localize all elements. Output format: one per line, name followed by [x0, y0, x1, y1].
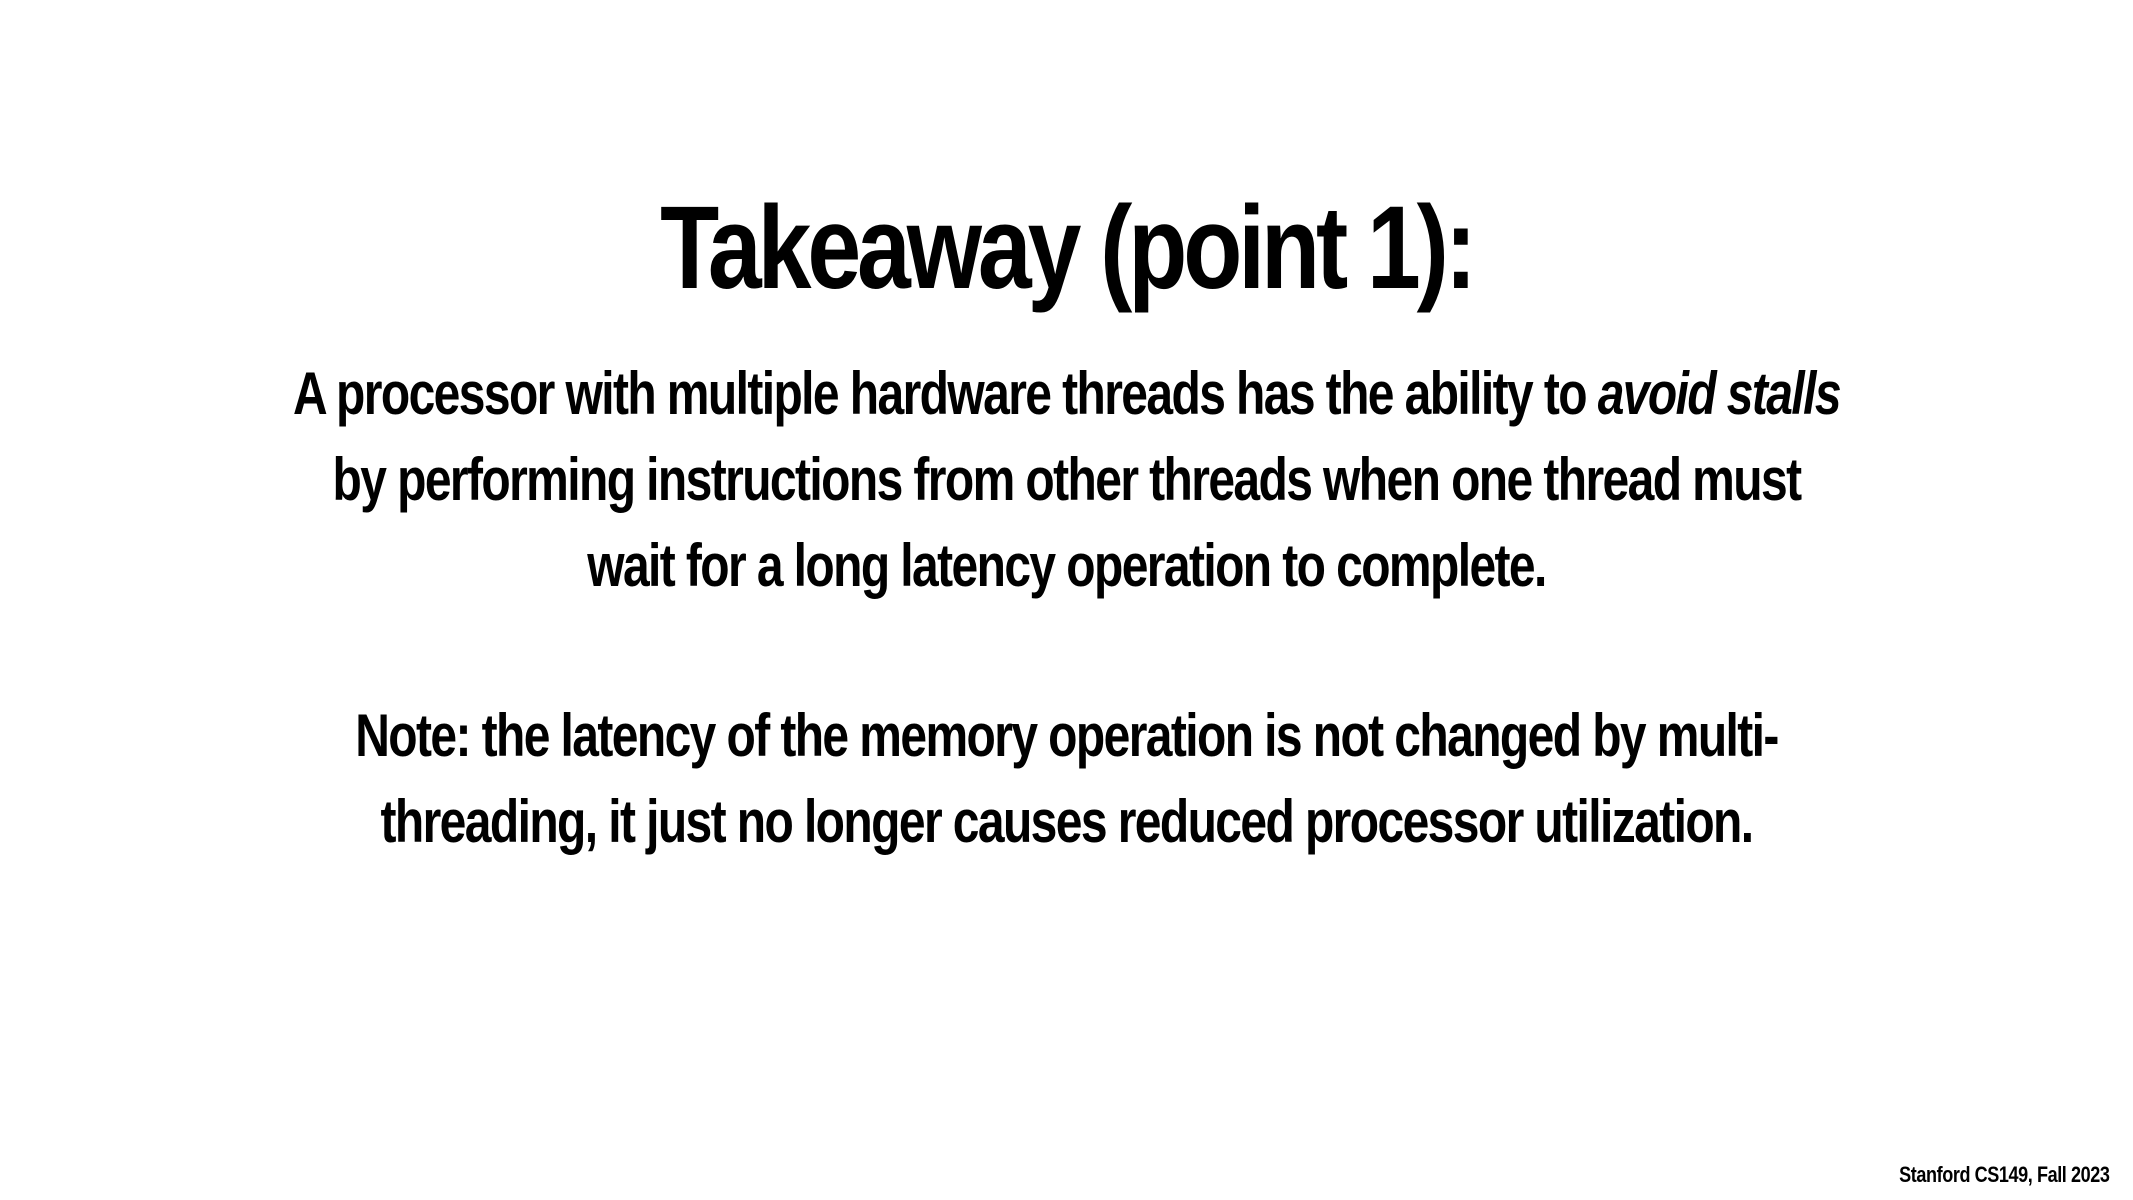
takeaway-line-3: wait for a long latency operation to com…	[587, 532, 1547, 599]
note-paragraph: Note: the latency of the memory operatio…	[213, 693, 1919, 865]
takeaway-emphasis: avoid stalls	[1597, 360, 1842, 427]
slide-footer: Stanford CS149, Fall 2023	[1898, 1162, 2110, 1187]
takeaway-line-1-text: A processor with multiple hardware threa…	[293, 360, 1598, 427]
takeaway-paragraph: A processor with multiple hardware threa…	[213, 351, 1919, 609]
note-line-2: threading, it just no longer causes redu…	[380, 788, 1755, 855]
slide-title: Takeaway (point 1):	[660, 182, 1477, 314]
takeaway-line-2: by performing instructions from other th…	[332, 446, 1802, 513]
note-line-1: Note: the latency of the memory operatio…	[355, 702, 1779, 769]
takeaway-line-1: A processor with multiple hardware threa…	[213, 351, 1919, 437]
